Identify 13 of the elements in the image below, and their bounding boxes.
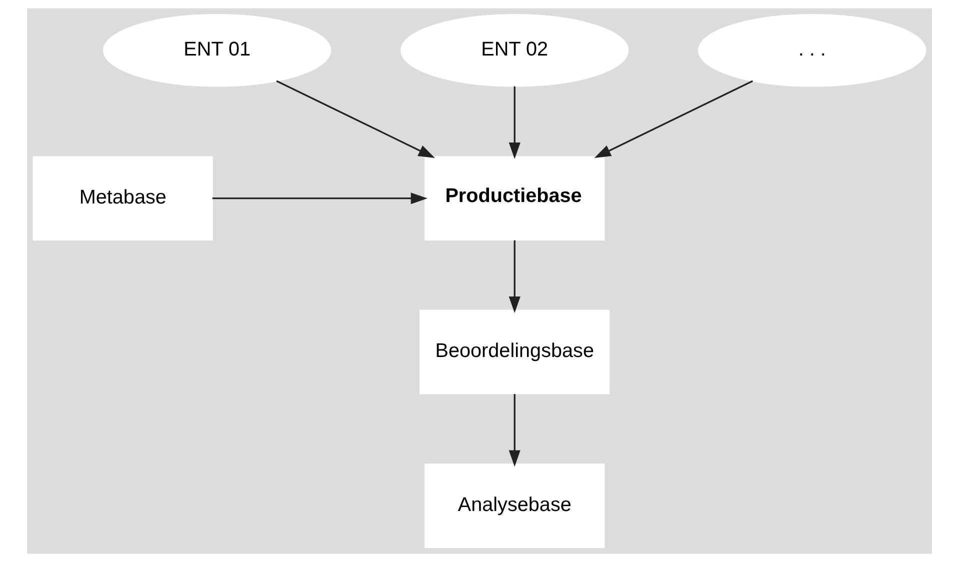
arrow	[594, 80, 753, 158]
node-ellipse: ENT 02	[400, 14, 628, 87]
arrow	[276, 80, 434, 158]
node-ellipse: . . .	[698, 14, 926, 87]
node-box: Analysebase	[424, 464, 604, 548]
node-ellipse: ENT 01	[102, 14, 331, 87]
arrow	[212, 192, 427, 204]
arrow	[508, 394, 520, 467]
node-box: Productiebase	[424, 156, 604, 240]
node-box: Beoordelingsbase	[419, 310, 610, 394]
arrow	[508, 86, 520, 160]
node-box: Metabase	[32, 156, 212, 240]
arrow	[508, 240, 520, 314]
